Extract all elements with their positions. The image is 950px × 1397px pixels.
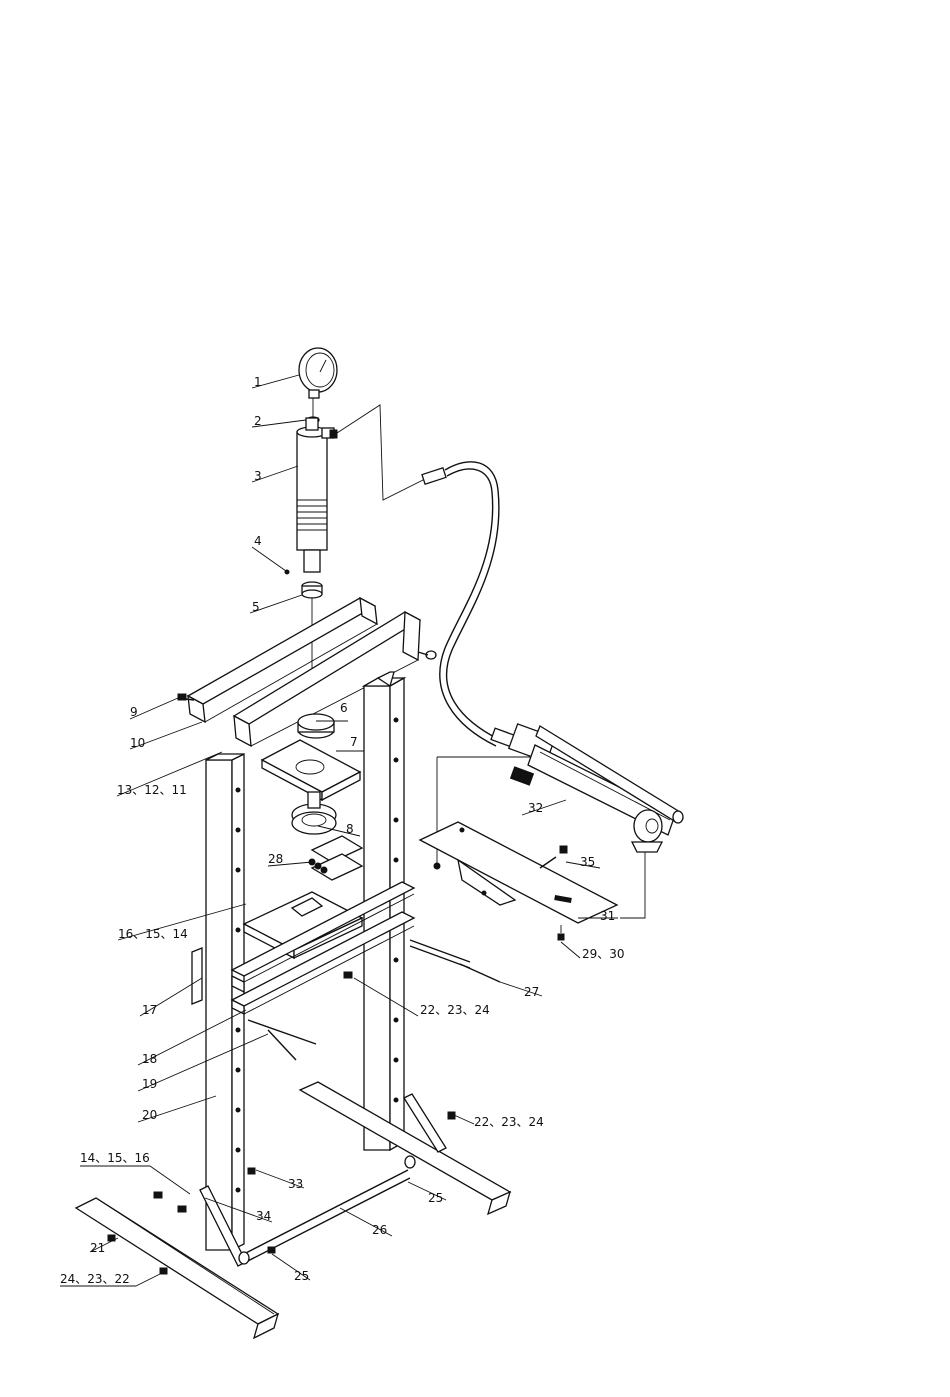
hydraulic-cylinder: [297, 418, 337, 572]
label-p7: 7: [350, 735, 358, 749]
label-p8: 8: [346, 822, 354, 836]
label-p33: 33: [288, 1177, 303, 1191]
pressure-gauge: [299, 348, 337, 398]
ram-plate: [262, 740, 360, 800]
label-p6: 6: [340, 701, 348, 715]
label-p18: 18: [142, 1052, 157, 1066]
label-p14-15-16: 14、15、16: [80, 1151, 150, 1165]
label-p27: 27: [524, 985, 539, 999]
hydraulic-hose: [422, 462, 500, 746]
label-p1: 1: [254, 375, 262, 389]
hand-pump: [491, 724, 683, 852]
label-p26: 26: [372, 1223, 387, 1237]
plunger-saddle: [302, 582, 322, 598]
label-p24-23-22: 24、23、22: [60, 1272, 130, 1286]
press-table-support: [309, 836, 362, 880]
label-p21: 21: [90, 1241, 105, 1255]
bearing-part: [292, 792, 336, 834]
label-p9: 9: [130, 705, 138, 719]
part-labels: 1 2 3 4 5 6 7 8 9 10 13、12、11 28 16、15、1…: [60, 375, 625, 1286]
label-p19: 19: [142, 1077, 157, 1091]
label-p13-12-11: 13、12、11: [117, 783, 187, 797]
label-p29-30: 29、30: [582, 947, 625, 961]
label-p22-23-24-upper: 22、23、24: [420, 1003, 490, 1017]
label-p10: 10: [130, 736, 145, 750]
label-p32: 32: [528, 801, 543, 815]
leader-lines: [60, 375, 618, 1286]
spring-seat: [298, 714, 334, 738]
label-p28: 28: [268, 852, 283, 866]
label-p35: 35: [580, 855, 595, 869]
label-p17: 17: [142, 1003, 157, 1017]
label-p16-15-14: 16、15、14: [118, 927, 188, 941]
label-p22-23-24-lower: 22、23、24: [474, 1115, 544, 1129]
label-p20: 20: [142, 1108, 157, 1122]
label-p3: 3: [254, 469, 262, 483]
label-p34: 34: [256, 1209, 271, 1223]
label-p25-lower: 25: [294, 1269, 309, 1283]
pump-base-plate: [420, 822, 617, 923]
label-p2: 2: [254, 414, 262, 428]
label-p5: 5: [252, 600, 260, 614]
label-p25-upper: 25: [428, 1191, 443, 1205]
label-p31: 31: [600, 909, 615, 923]
label-p4: 4: [254, 534, 262, 548]
